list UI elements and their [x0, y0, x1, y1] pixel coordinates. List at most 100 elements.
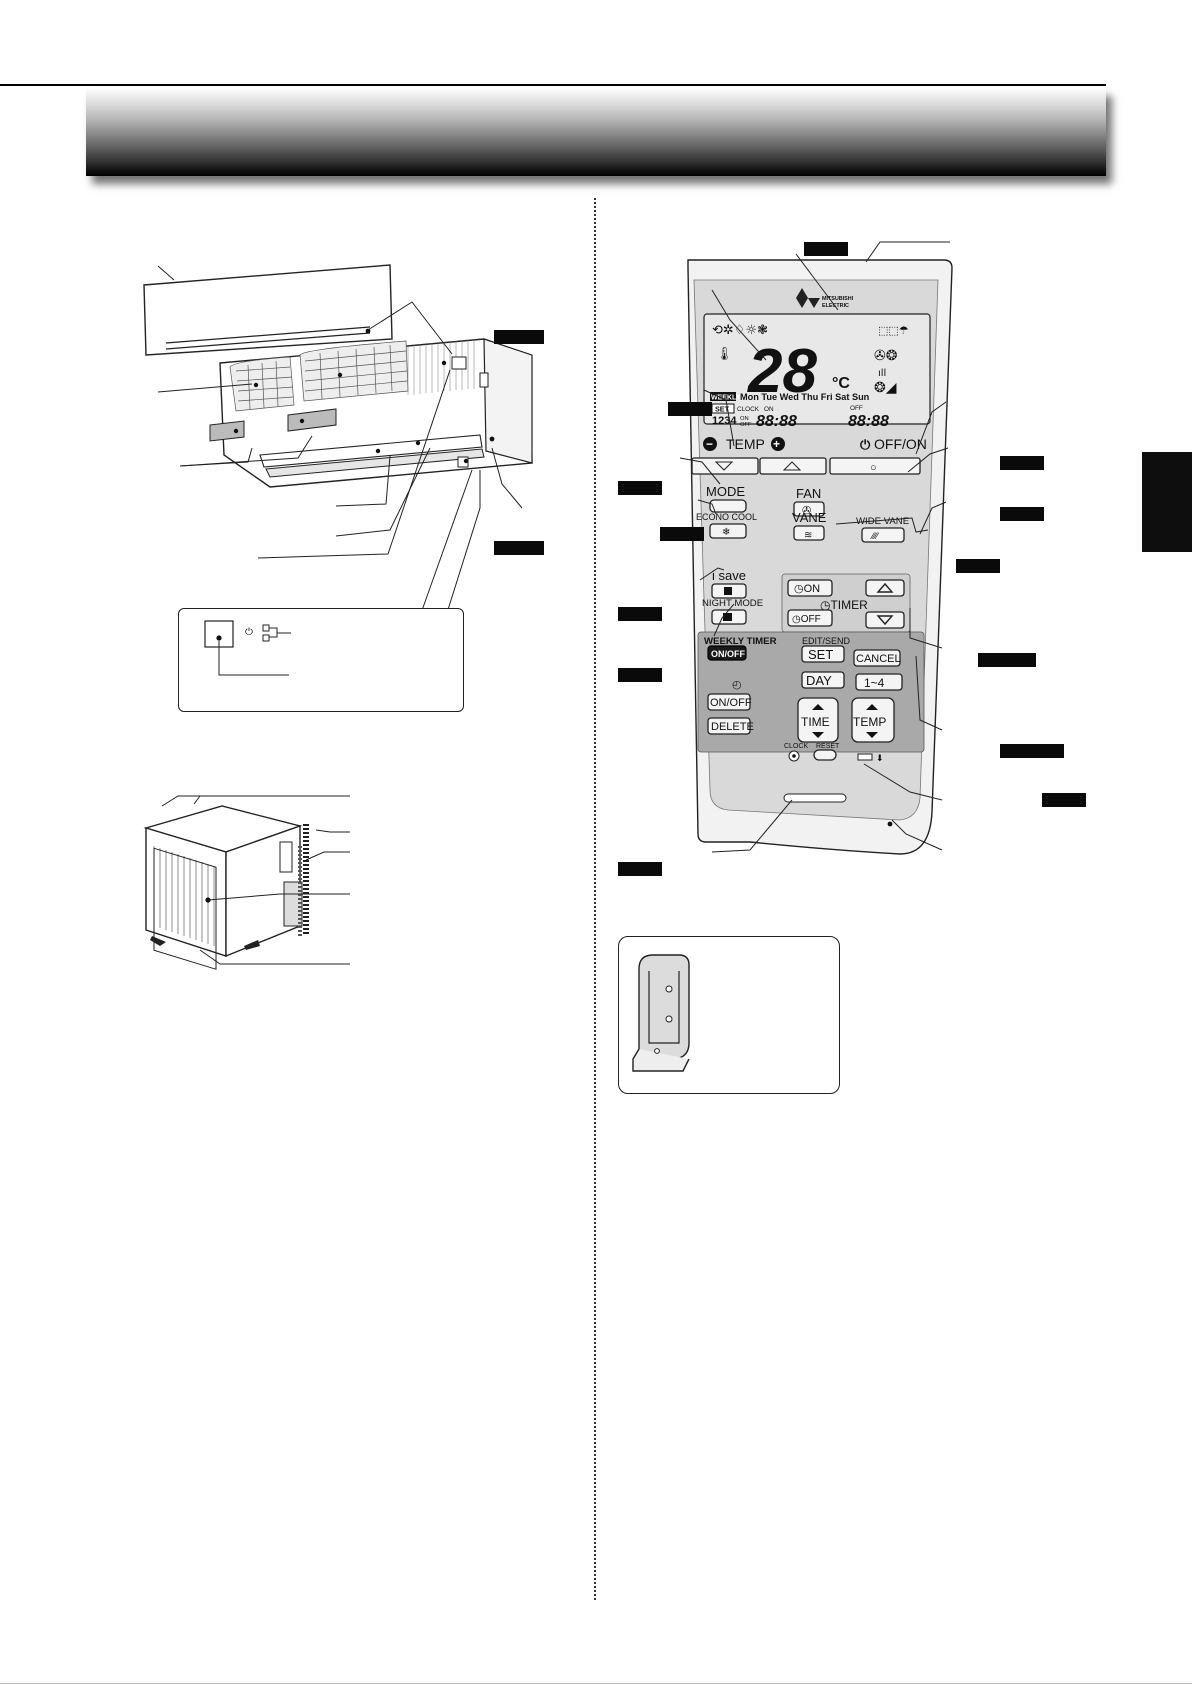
- remote-tag-display: [804, 242, 848, 256]
- mode-label: MODE: [706, 484, 745, 499]
- remote-tag-clock: [618, 862, 662, 876]
- wide-vane-key: [861, 527, 905, 543]
- svg-text:⬚⬚☂: ⬚⬚☂: [878, 324, 909, 337]
- econo-cool-label: ECONO COOL: [696, 512, 757, 522]
- lcd-weekly: WEEKLY: [711, 395, 741, 402]
- econo-cool-key: [709, 523, 747, 539]
- svg-text:❄: ❄: [722, 527, 730, 538]
- remote-tag-night: [618, 668, 662, 682]
- cancel-key: [853, 649, 901, 667]
- bottom-rule: [0, 1683, 1192, 1684]
- remote-tag-reset: [1042, 793, 1086, 807]
- svg-text:⏻: ⏻: [245, 627, 253, 638]
- mode-key: [709, 499, 747, 513]
- one-to-four-text: 1~4: [864, 676, 885, 690]
- lcd-clock: CLOCK: [737, 406, 760, 413]
- svg-text:❂◢: ❂◢: [874, 380, 897, 396]
- on-off-text: ON/OFF: [710, 697, 752, 709]
- timer-on-key: [787, 579, 833, 597]
- lcd-time-1: 88:88: [756, 413, 797, 430]
- svg-text:⬇: ⬇: [876, 753, 884, 763]
- lcd-on-label: ON: [764, 406, 774, 413]
- svg-text:OFF: OFF: [850, 405, 863, 412]
- svg-text:ON: ON: [740, 416, 749, 422]
- svg-text:ıll: ıll: [878, 368, 886, 379]
- timer-off-key: [787, 609, 833, 627]
- svg-text:○: ○: [870, 462, 877, 474]
- section-header-banner: [86, 88, 1106, 176]
- indoor-label-tag-2: [494, 541, 544, 555]
- svg-text:◴: ◴: [732, 679, 742, 691]
- off-on-key: [829, 457, 921, 475]
- time-key-text: TIME: [801, 715, 830, 729]
- night-mode-label: NIGHT MODE: [702, 598, 763, 609]
- remote-tag-temp: [668, 402, 712, 416]
- remote-brand-text: MITSUBISHI: [822, 296, 854, 302]
- timer-up-key: [865, 579, 905, 597]
- temp-up-key: [759, 457, 827, 475]
- fan-label: FAN: [796, 486, 821, 501]
- weekly-timer-label: WEEKLY TIMER: [704, 636, 777, 647]
- svg-text:🌡︎: 🌡︎: [716, 346, 733, 362]
- i-save-label: i save: [712, 568, 746, 583]
- time-key: [797, 697, 839, 743]
- fan-key: [793, 501, 825, 517]
- set-key: [801, 645, 845, 663]
- top-rule: [0, 84, 1106, 86]
- edit-send-label: EDIT/SEND: [802, 636, 851, 646]
- remote-tag-timer: [978, 653, 1036, 667]
- lcd-days: Mon Tue Wed Thu Fri Sat Sun: [740, 392, 870, 402]
- svg-text:OFF: OFF: [740, 422, 752, 428]
- svg-text:≋: ≋: [804, 530, 812, 541]
- timer-label: ◷TIMER: [820, 598, 868, 612]
- temp-plus-symbol: +: [773, 437, 780, 451]
- svg-text:⁄⁄⁄⁄: ⁄⁄⁄⁄: [870, 531, 880, 541]
- svg-text:✇❂: ✇❂: [874, 348, 898, 364]
- outdoor-unit-illustration: [143, 805, 309, 970]
- reset-key: [813, 749, 837, 761]
- off-on-label: OFF/ON: [874, 436, 927, 452]
- reset-label: RESET: [816, 743, 840, 750]
- set-key-text: SET: [808, 647, 833, 662]
- lcd-unit: °C: [832, 375, 850, 392]
- temp-key-text: TEMP: [853, 715, 886, 729]
- temp-key: [851, 697, 895, 743]
- indoor-label-tag-1: [494, 330, 544, 344]
- cancel-key-text: CANCEL: [856, 653, 901, 665]
- day-key-text: DAY: [806, 673, 832, 688]
- day-key: [801, 671, 845, 689]
- temp-minus-symbol: −: [706, 437, 713, 451]
- remote-tag-weekly: [1000, 744, 1064, 758]
- indoor-unit-leader-lines: [157, 265, 523, 617]
- timer-down-key: [865, 611, 905, 629]
- weekly-on-off-key: [707, 645, 747, 661]
- chapter-side-tab: [1142, 452, 1192, 552]
- lcd-time-2: 88:88: [848, 413, 889, 430]
- svg-text:⏻: ⏻: [860, 437, 871, 452]
- remote-leader-lines: [679, 241, 950, 853]
- clock-label: CLOCK: [784, 743, 808, 750]
- remote-tag-mode: [618, 481, 662, 495]
- emergency-switch-inset: ⏻: [178, 608, 464, 712]
- indoor-unit-illustration: [143, 264, 533, 488]
- wide-vane-label: WIDE VANE: [856, 516, 909, 527]
- temp-row-label: TEMP: [726, 436, 765, 452]
- one-to-four-key: [855, 673, 903, 691]
- weekly-clock-on-off-key: [707, 693, 751, 711]
- remote-controller: MITSUBISHI ELECTRIC ⟲✲♢☼❃ ⬚⬚☂ 🌡︎ 28 °C ✇…: [687, 259, 953, 855]
- remote-tag-econo: [660, 527, 704, 541]
- vane-key: [793, 525, 825, 541]
- column-divider: [594, 198, 596, 1600]
- lcd-set: SET: [715, 405, 730, 414]
- remote-tag-isave: [618, 607, 662, 621]
- remote-holder-box: [618, 936, 840, 1094]
- svg-text:✇: ✇: [802, 505, 811, 517]
- remote-tag-vane: [956, 559, 1000, 573]
- timer-off-label: ◷OFF: [792, 614, 821, 625]
- remote-tag-fan: [1000, 507, 1044, 521]
- lcd-temperature: 28: [747, 337, 817, 406]
- vane-label: VANE: [792, 510, 827, 525]
- delete-text: DELETE: [711, 721, 754, 733]
- timer-on-label: ◷ON: [794, 583, 820, 595]
- delete-key: [707, 717, 751, 735]
